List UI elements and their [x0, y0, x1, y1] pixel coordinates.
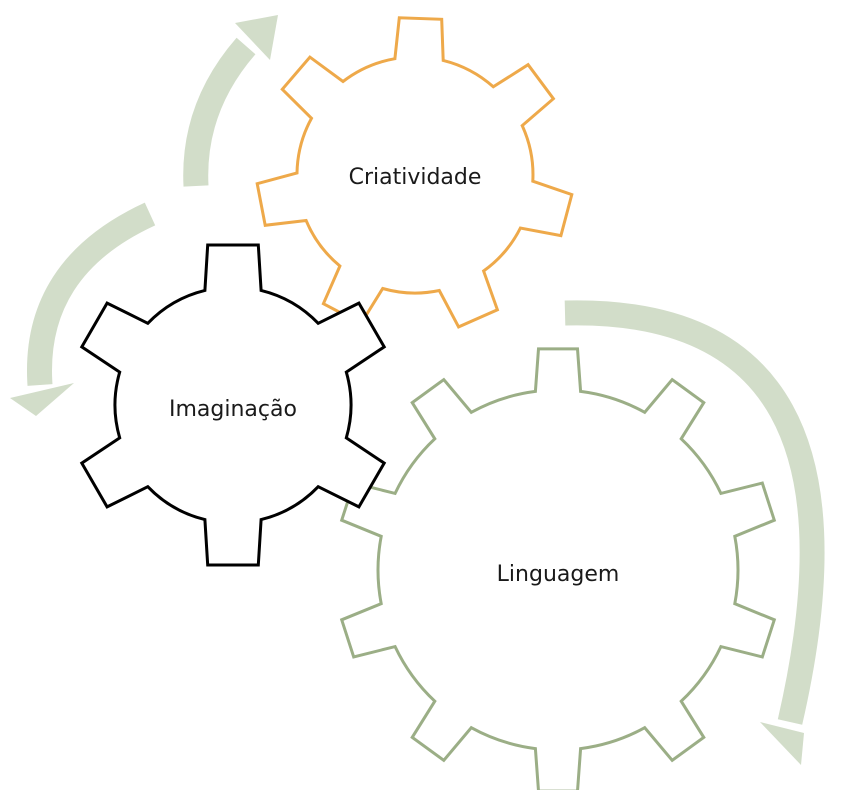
- gear-criatividade: Criatividade: [255, 16, 574, 329]
- gear-imaginacao: Imaginação: [79, 243, 387, 567]
- arrow-right: [564, 300, 825, 765]
- gear-imaginacao-label: Imaginação: [169, 397, 297, 422]
- arrow-right-body: [564, 300, 825, 725]
- gear-linguagem: Linguagem: [339, 347, 777, 790]
- arrow-left: [10, 202, 156, 416]
- arrow-top-body: [183, 37, 256, 187]
- gear-criatividade-outline: [255, 16, 574, 329]
- arrow-top-head: [235, 15, 278, 60]
- gear-linguagem-label: Linguagem: [497, 562, 620, 587]
- gear-linguagem-outline: [339, 347, 777, 790]
- gear-imaginacao-outline: [79, 243, 387, 567]
- gear-criatividade-label: Criatividade: [349, 165, 482, 190]
- arrow-right-head: [760, 722, 804, 765]
- arrow-left-head: [10, 383, 74, 416]
- arrow-left-body: [26, 202, 156, 386]
- arrow-top: [183, 15, 278, 187]
